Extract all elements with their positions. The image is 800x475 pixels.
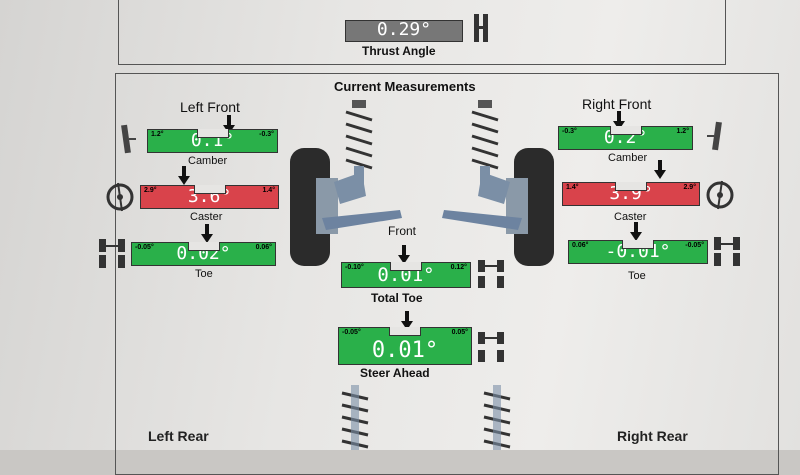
lf-caster-label: Caster: [190, 211, 223, 223]
toe-target-arrow-left: [201, 224, 213, 243]
steer-ahead-min: -0.05°: [342, 329, 361, 336]
rear-suspension-illustration: [341, 385, 511, 450]
total-toe-target-arrow: [398, 245, 410, 264]
total-toe-label: Total Toe: [371, 291, 423, 305]
lf-camber-min: 1.2°: [151, 131, 164, 138]
total-toe-gauge: -0.10° 0.12° 0.01°: [341, 262, 471, 288]
lf-toe-min: -0.05°: [135, 244, 154, 251]
section-title: Current Measurements: [334, 79, 476, 94]
steer-ahead-value: 0.01°: [371, 338, 439, 363]
steer-ahead-gauge: -0.05° 0.05° 0.01°: [338, 327, 472, 365]
left-rear-title: Left Rear: [148, 428, 209, 444]
lf-camber-gauge: 1.2° -0.3° 0.1°: [147, 129, 278, 153]
lf-toe-gauge: -0.05° 0.06° 0.02°: [131, 242, 276, 266]
rf-toe-label: Toe: [628, 270, 646, 282]
lf-caster-gauge: 2.9° 1.4° 3.6°: [140, 185, 279, 209]
rf-camber-label: Camber: [608, 152, 648, 164]
total-toe-wheels-icon: [478, 260, 504, 288]
lf-toe-max: 0.06°: [255, 244, 272, 251]
thrust-angle-gauge: 0.29°: [345, 19, 463, 42]
lf-caster-min: 2.9°: [144, 187, 157, 194]
thrust-panel: [118, 0, 726, 65]
camber-wheel-icon-right: [707, 121, 722, 151]
front-suspension-illustration: [290, 100, 554, 266]
caster-target-arrow-right: [654, 160, 666, 179]
lf-toe-label: Toe: [195, 268, 213, 280]
caster-target-arrow-left: [178, 166, 190, 185]
lf-caster-max: 1.4°: [262, 187, 275, 194]
front-title: Front: [388, 224, 417, 238]
rf-caster-label: Caster: [614, 211, 647, 223]
rf-camber-min: -0.3°: [562, 128, 577, 135]
rf-toe-max: -0.05°: [685, 242, 704, 249]
caster-wheel-icon-left: [106, 182, 134, 212]
left-front-title: Left Front: [180, 99, 240, 115]
rf-caster-gauge: 1.4° 2.9° 3.9°: [562, 182, 700, 206]
steer-ahead-max: 0.05°: [451, 329, 468, 336]
rf-toe-gauge: 0.06° -0.05° -0.01°: [568, 240, 708, 264]
caster-wheel-icon-right: [706, 180, 734, 210]
toe-target-arrow-right: [630, 222, 642, 241]
right-rear-title: Right Rear: [617, 428, 688, 444]
toe-wheels-icon-left: [99, 239, 125, 268]
lf-camber-label: Camber: [188, 155, 228, 167]
thrust-angle-value: 0.29°: [376, 19, 432, 40]
camber-wheel-icon-left: [121, 124, 136, 154]
lf-camber-max: -0.3°: [259, 131, 274, 138]
rf-toe-value: -0.01°: [605, 241, 671, 262]
rf-caster-min: 1.4°: [566, 184, 579, 191]
camber-target-arrow-right: [613, 111, 625, 130]
rf-camber-gauge: -0.3° 1.2° 0.2°: [558, 126, 693, 150]
rf-camber-max: 1.2°: [676, 128, 689, 135]
steer-ahead-label: Steer Ahead: [360, 366, 430, 380]
rf-toe-min: 0.06°: [572, 242, 589, 249]
total-toe-min: -0.10°: [345, 264, 364, 271]
rf-caster-max: 2.9°: [683, 184, 696, 191]
thrust-angle-label: Thrust Angle: [362, 44, 436, 58]
vehicle-axle-icon: [474, 14, 488, 42]
steer-ahead-wheels-icon: [478, 332, 504, 362]
steer-ahead-target-arrow: [401, 311, 413, 330]
total-toe-max: 0.12°: [450, 264, 467, 271]
toe-wheels-icon-right: [714, 237, 740, 266]
right-front-title: Right Front: [582, 96, 652, 112]
